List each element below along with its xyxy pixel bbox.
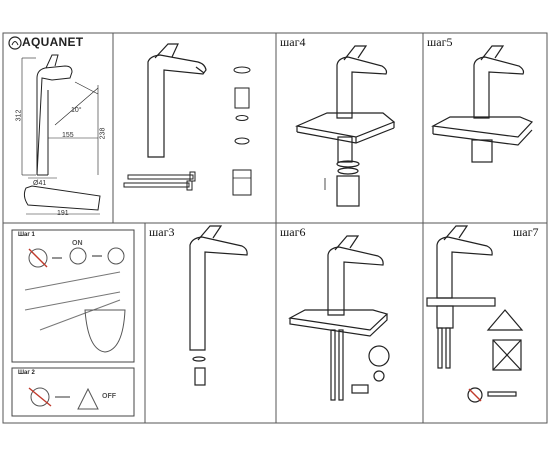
stud-icon: [234, 87, 250, 109]
nut-icon: [232, 169, 252, 196]
instruction-step1-label: Шаг 1: [18, 232, 35, 238]
step7-label: шаг7: [510, 225, 542, 240]
dimension-drawing: [21, 54, 101, 215]
reach-label: 155: [62, 132, 74, 139]
height-dimension-label: 312: [15, 109, 23, 122]
step4-label: шаг4: [277, 35, 309, 50]
step7-drawing: [426, 225, 524, 403]
on-label: ON: [72, 240, 83, 247]
flex-hose-icon: [123, 171, 196, 191]
step6-label: шаг6: [277, 225, 309, 240]
brand-logo-text: AQUANET: [22, 35, 84, 49]
width-dimension-label: 191: [57, 210, 69, 217]
angle-label: 10°: [71, 107, 82, 114]
faucet-parts-drawing: [123, 43, 252, 196]
step4-drawing: [294, 45, 396, 207]
step3-drawing: [189, 225, 248, 386]
washer-icon: [233, 66, 251, 145]
panel-grid: [2, 32, 548, 424]
step5-drawing: [431, 45, 534, 163]
aquanet-logo-icon: [8, 36, 22, 50]
step3-label: шаг3: [146, 225, 178, 240]
instructions-drawing: [11, 229, 135, 417]
step5-label: шаг5: [424, 35, 456, 50]
spout-height-label: 238: [99, 127, 107, 140]
step6-drawing: [288, 235, 390, 401]
base-diameter-label: Ø41: [33, 180, 47, 187]
instruction-step2-label: Шаг 2: [18, 370, 35, 376]
warning-marks: [28, 248, 482, 407]
off-label: OFF: [102, 393, 116, 400]
